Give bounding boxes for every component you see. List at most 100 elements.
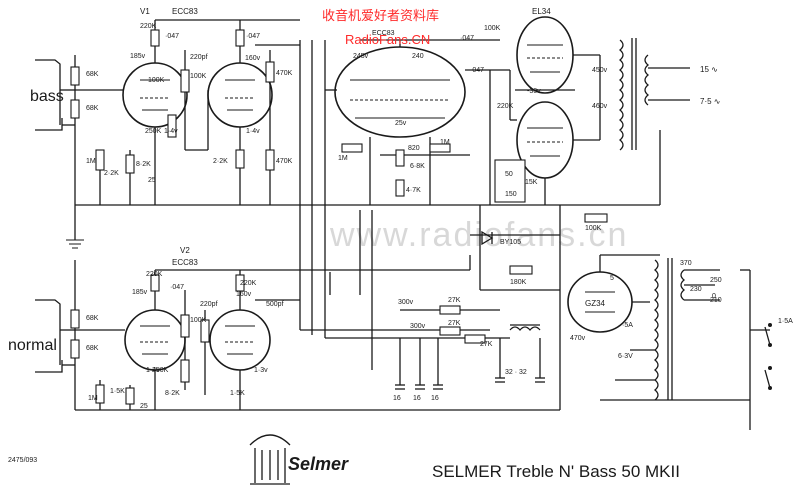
label-450v: 450v	[592, 67, 608, 74]
label-047-ps-top: ·047	[460, 35, 474, 42]
resistor-1m-ps-b	[429, 143, 451, 153]
resistor-100k-feedback	[584, 213, 608, 223]
label-250k-v2: 250K	[152, 367, 169, 374]
v2-type: ECC83	[172, 258, 198, 267]
label-300v-b: 300v	[410, 323, 426, 330]
v2-tube-a	[124, 309, 186, 371]
phase-splitter-type: ECC83	[372, 30, 395, 37]
normal-input-label: normal	[8, 337, 57, 354]
v2-wiring	[75, 269, 300, 410]
resistor-1m-normal	[95, 384, 105, 404]
resistor-4-7k-ps	[395, 179, 405, 197]
watermark-english: RadioFans.CN	[345, 32, 430, 47]
label-185v: 185v	[130, 53, 146, 60]
resistor-2-2k-v1b	[235, 149, 245, 169]
label-50-bias: 50	[505, 171, 513, 178]
label-460v: 460v	[592, 103, 608, 110]
resistor-470k-v1b	[265, 61, 275, 83]
label-220k-bias: 220K	[497, 103, 514, 110]
label-150v: 160v	[245, 55, 261, 62]
bass-input-jack	[35, 59, 75, 131]
label-100k-v1b: 100K	[190, 73, 207, 80]
label-14v: 1·4v	[164, 128, 178, 135]
label-1-5k-v2: 1·5K	[110, 388, 125, 395]
label-4-7k-ps: 4·7K	[406, 187, 421, 194]
label-100k-ps: 100K	[484, 25, 501, 32]
label-27k-b: 27K	[448, 320, 461, 327]
selmer-logo: Selmer	[249, 434, 349, 485]
resistor-68k-bass-b	[70, 99, 80, 119]
label-1-5k-v2b: 1·5K	[230, 390, 245, 397]
label-25-v1: 25	[148, 177, 156, 184]
schematic-title: SELMER Treble N' Bass 50 MKII	[432, 462, 680, 481]
resistor-820-ps	[395, 149, 405, 167]
resistor-27k-b	[439, 326, 461, 336]
filter-caps	[395, 338, 545, 390]
diode-by105	[481, 230, 494, 246]
label-500pf-v2: 500pf	[266, 301, 284, 308]
label-2-2k-v1a: 2·2K	[104, 170, 119, 177]
output-tube-type: EL34	[532, 7, 551, 16]
label-30v: -30v	[527, 88, 541, 95]
label-047-v2: ·047	[170, 284, 184, 291]
label-220pf-v1: 220pf	[190, 54, 208, 61]
label-1m-v1: 1M	[86, 158, 96, 165]
label-470k-v1b: 470K	[276, 70, 293, 77]
label-2-2k-v1b: 2·2K	[213, 158, 228, 165]
label-8-2k-v1: 8·2K	[136, 161, 151, 168]
label-5a-fuse: ·5A	[622, 322, 633, 329]
el34-wiring	[509, 54, 601, 205]
label-15k-bias: 15K	[525, 179, 538, 186]
label-13v-v2: 1·3v	[254, 367, 268, 374]
label-370: 370	[680, 260, 692, 267]
gz34-rectifier	[567, 254, 660, 333]
resistor-220k-v2b	[235, 274, 245, 292]
resistor-220k-v2a	[150, 274, 160, 292]
label-047-v1: ·047	[165, 33, 179, 40]
resistor-68k-normal-a	[70, 309, 80, 329]
label-220k-v1: 220K	[140, 23, 157, 30]
v2-id: V2	[180, 246, 190, 255]
label-100k-v1: 100K	[148, 77, 165, 84]
bias-box	[494, 159, 526, 203]
label-1-5a-fuse: 1·5A	[778, 318, 793, 325]
pot-250k-normal	[180, 359, 190, 383]
label-100k-v2: 100K	[190, 317, 207, 324]
label-68k-a: 68K	[86, 71, 99, 78]
label-27k-c: 27K	[480, 341, 493, 348]
drawing-number: 2475/093	[8, 457, 37, 464]
label-180k: 180K	[510, 279, 527, 286]
mains-transformer	[600, 258, 772, 430]
label-300v-a: 300v	[398, 299, 414, 306]
v1-id: V1	[140, 7, 150, 16]
el34-tube-upper	[516, 16, 574, 94]
label-230: 230	[690, 286, 702, 293]
pot-100k-normal	[180, 314, 190, 338]
label-14v-b: 1·4v	[246, 128, 260, 135]
label-14v-v2: 1·4v	[146, 367, 160, 374]
label-150-bias: 150	[505, 191, 517, 198]
label-27k-a: 27K	[448, 297, 461, 304]
phase-splitter-tube	[334, 46, 466, 138]
resistor-2-2k-v1a	[125, 154, 135, 174]
label-047-v1b: ·047	[246, 33, 260, 40]
v2-tube-b	[209, 309, 271, 371]
resistor-180k	[509, 265, 533, 275]
resistor-1-5k-v2a	[125, 387, 135, 405]
label-160v-v2: 160v	[236, 291, 252, 298]
label-25-v2: 25	[140, 403, 148, 410]
output-7-5-ohm-label: 7·5 ∿	[700, 97, 721, 106]
label-220k-v2a: 220K	[146, 271, 163, 278]
label-210: 210	[710, 297, 722, 304]
output-transformer	[618, 38, 690, 151]
v1-tube-b	[207, 62, 273, 128]
v1-tube-a	[122, 62, 188, 128]
watermark-chinese: 收音机爱好者资料库	[322, 8, 439, 24]
label-68k-b: 68K	[86, 105, 99, 112]
v1-type: ECC83	[172, 7, 198, 16]
label-5v: 5	[610, 275, 614, 282]
label-250: 250	[710, 277, 722, 284]
resistor-470k-v1b-grid	[265, 149, 275, 171]
label-185v-v2: 185v	[132, 289, 148, 296]
